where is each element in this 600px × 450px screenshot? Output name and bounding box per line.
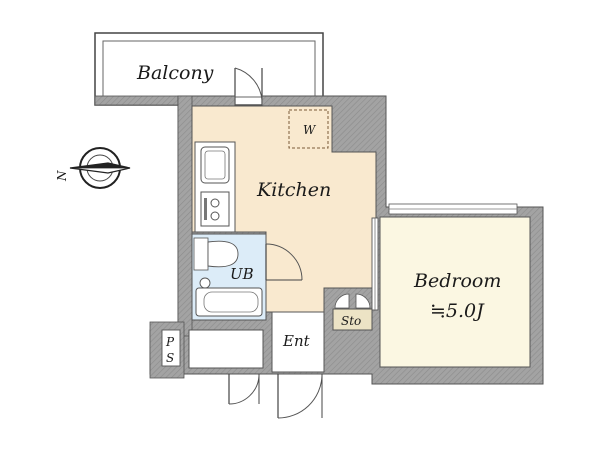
entrance-door[interactable] bbox=[277, 374, 323, 419]
shoe-cabinet bbox=[188, 329, 264, 369]
lower-door-left[interactable] bbox=[228, 374, 260, 405]
kitchen-label: Kitchen bbox=[256, 179, 331, 201]
unit-bath-label: UB bbox=[230, 265, 254, 283]
washer-label: W bbox=[303, 123, 317, 137]
compass-icon bbox=[69, 147, 131, 189]
pipe-space: P S bbox=[161, 329, 181, 367]
unit-bath: UB bbox=[191, 233, 267, 321]
balcony-label: Balcony bbox=[136, 62, 214, 84]
bedroom-label: Bedroom bbox=[413, 270, 501, 292]
kitchen-counter bbox=[194, 141, 236, 233]
bedroom-sliding-door[interactable] bbox=[371, 217, 379, 311]
storage-label: Sto bbox=[341, 314, 361, 328]
storage: Sto bbox=[332, 293, 373, 331]
entrance: Ent bbox=[271, 311, 325, 373]
compass-north-label: N bbox=[55, 170, 69, 182]
bedroom-room: Bedroom ≒5.0J bbox=[379, 203, 531, 368]
washer-space: W bbox=[288, 109, 329, 149]
balcony: Balcony bbox=[94, 32, 324, 106]
entrance-label: Ent bbox=[282, 332, 311, 350]
ps-label-bottom: S bbox=[166, 351, 174, 365]
ps-label-top: P bbox=[165, 335, 175, 349]
bedroom-size-label: ≒5.0J bbox=[430, 300, 485, 322]
bath-door[interactable] bbox=[265, 243, 303, 281]
kitchen-room: Kitchen bbox=[191, 105, 377, 313]
